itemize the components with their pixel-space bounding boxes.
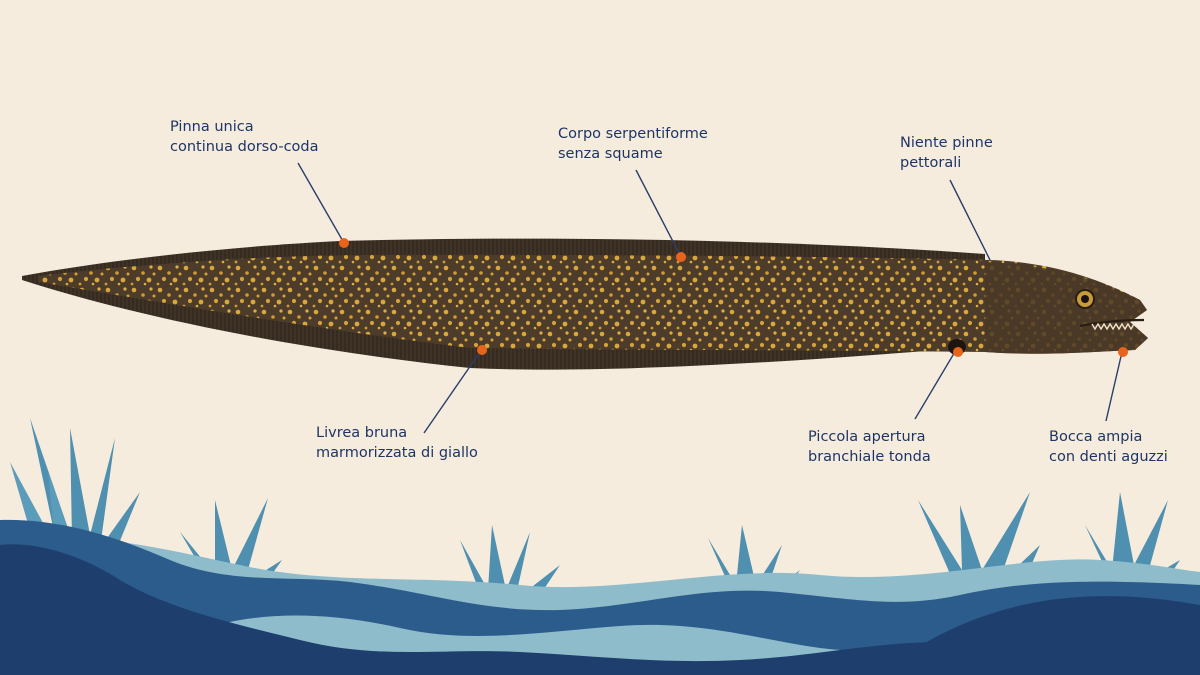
label-livery-line-1: Livrea bruna [316, 423, 478, 443]
marker-dot-fin [339, 238, 349, 248]
label-mouth-line-2: con denti aguzzi [1049, 447, 1168, 467]
eel-pupil [1081, 295, 1089, 303]
label-fin: Pinna unica continua dorso-coda [170, 117, 319, 157]
label-pectoral-line-2: pettorali [900, 153, 993, 173]
label-mouth: Bocca ampia con denti aguzzi [1049, 427, 1168, 467]
marker-dot-body [676, 252, 686, 262]
label-pectoral-line-1: Niente pinne [900, 133, 993, 153]
label-body-line-1: Corpo serpentiforme [558, 124, 708, 144]
label-mouth-line-1: Bocca ampia [1049, 427, 1168, 447]
marker-dot-livery [477, 345, 487, 355]
label-livery: Livrea bruna marmorizzata di giallo [316, 423, 478, 463]
label-body: Corpo serpentiforme senza squame [558, 124, 708, 164]
marker-dot-gill [953, 347, 963, 357]
label-fin-line-2: continua dorso-coda [170, 137, 319, 157]
label-pectoral: Niente pinne pettorali [900, 133, 993, 173]
label-gill-line-2: branchiale tonda [808, 447, 931, 467]
label-livery-line-2: marmorizzata di giallo [316, 443, 478, 463]
label-fin-line-1: Pinna unica [170, 117, 319, 137]
label-body-line-2: senza squame [558, 144, 708, 164]
label-gill: Piccola apertura branchiale tonda [808, 427, 931, 467]
marker-dot-mouth [1118, 347, 1128, 357]
label-gill-line-1: Piccola apertura [808, 427, 931, 447]
